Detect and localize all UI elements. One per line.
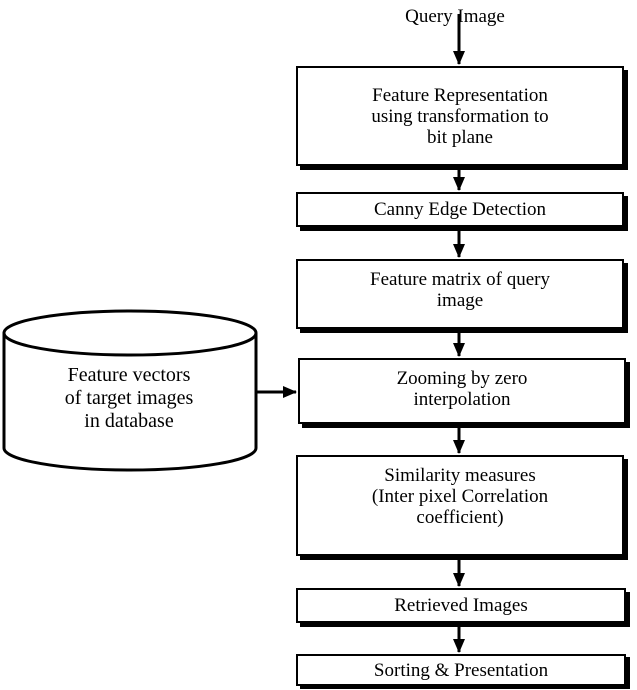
step-feature-representation: Feature Representation using transformat… — [296, 66, 624, 166]
database-label: Feature vectors of target images in data… — [64, 364, 194, 432]
step-similarity-measures: Similarity measures (Inter pixel Correla… — [296, 455, 624, 556]
database-cylinder-icon — [2, 309, 258, 472]
step-canny-edge-detection-label: Canny Edge Detection — [373, 199, 546, 220]
step-feature-representation-label: Feature Representation using transformat… — [371, 84, 549, 148]
step-zooming-label: Zooming by zero interpolation — [396, 368, 528, 410]
step-sorting-presentation: Sorting & Presentation — [296, 654, 626, 686]
step-retrieved-images-label: Retrieved Images — [394, 595, 528, 616]
step-feature-matrix: Feature matrix of query image — [296, 259, 624, 329]
step-sorting-presentation-label: Sorting & Presentation — [373, 659, 549, 681]
step-similarity-measures-label: Similarity measures (Inter pixel Correla… — [371, 465, 549, 528]
query-image-label: Query Image — [405, 6, 505, 27]
step-feature-matrix-label: Feature matrix of query image — [370, 269, 550, 311]
step-zooming: Zooming by zero interpolation — [298, 358, 626, 424]
step-retrieved-images: Retrieved Images — [296, 588, 626, 623]
step-canny-edge-detection: Canny Edge Detection — [296, 192, 624, 227]
